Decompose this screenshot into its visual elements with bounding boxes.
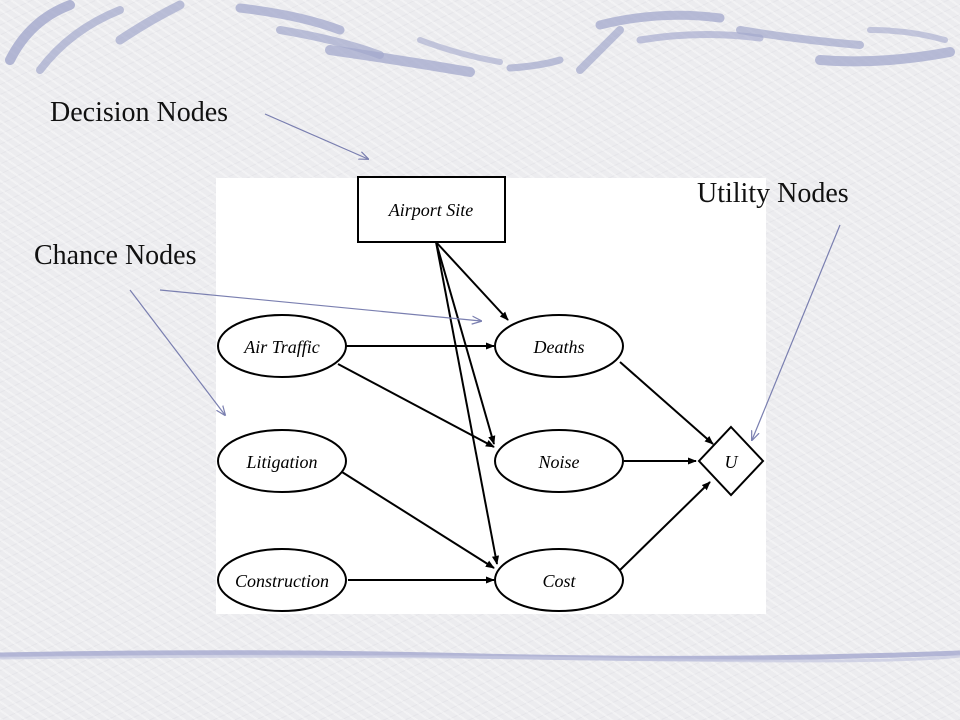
chance-node-litigation: Litigation: [217, 429, 347, 493]
edge-deaths-to-utility: [619, 361, 714, 445]
decorative-top-band: [5, 0, 955, 77]
callout-arrow-utility: [752, 224, 841, 440]
diagram-panel: [216, 178, 766, 614]
node-label-litigation: Litigation: [245, 452, 317, 472]
edge-air-traffic-to-noise: [337, 363, 495, 448]
node-label-construction: Construction: [235, 571, 329, 591]
chance-node-noise: Noise: [494, 429, 624, 493]
callout-utility-nodes: Utility Nodes: [697, 178, 849, 209]
edge-airport-site-to-noise: [435, 241, 496, 445]
chance-node-air-traffic: Air Traffic: [217, 314, 347, 378]
callout-arrow-chance-deaths: [159, 289, 481, 321]
node-label-air-traffic: Air Traffic: [243, 337, 320, 357]
decorative-bottom-line: [0, 650, 960, 663]
callout-arrow-chance-litigation: [129, 289, 225, 415]
node-label-deaths: Deaths: [533, 337, 585, 357]
edge-airport-site-to-cost: [435, 241, 500, 565]
node-label-airport-site: Airport Site: [388, 200, 474, 220]
callout-chance-nodes: Chance Nodes: [34, 240, 197, 271]
decision-node-airport-site: Airport Site: [357, 176, 506, 243]
node-label-utility: U: [725, 452, 739, 472]
edge-airport-site-to-deaths: [435, 241, 509, 321]
chance-node-cost: Cost: [494, 548, 624, 612]
node-label-noise: Noise: [537, 452, 579, 472]
chance-node-deaths: Deaths: [494, 314, 624, 378]
callout-arrow-decision: [264, 113, 368, 159]
callout-decision-nodes: Decision Nodes: [50, 97, 229, 128]
edge-cost-to-utility: [619, 481, 711, 571]
utility-node-u: U: [697, 425, 765, 497]
chance-node-construction: Construction: [217, 548, 347, 612]
edge-litigation-to-cost: [341, 471, 495, 569]
node-label-cost: Cost: [542, 571, 576, 591]
